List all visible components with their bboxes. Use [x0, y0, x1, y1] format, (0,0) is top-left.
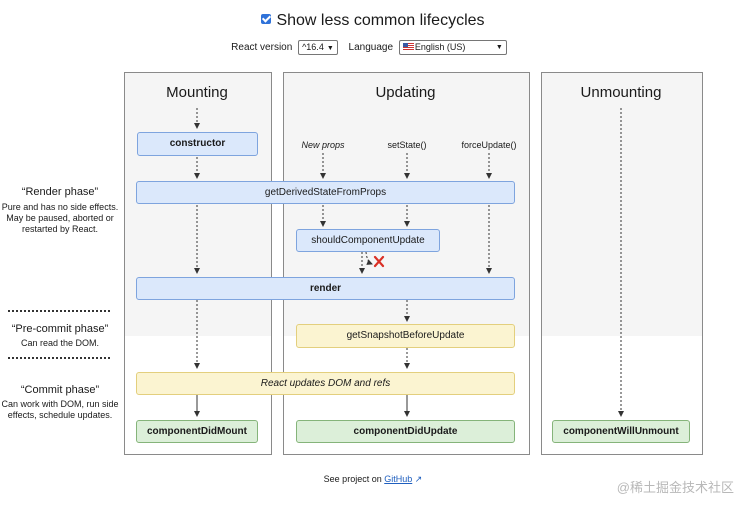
us-flag-icon	[402, 43, 414, 50]
should-component-update-box[interactable]: shouldComponentUpdate	[296, 229, 440, 252]
controls-bar: React version ^16.4▼ Language English (U…	[0, 40, 746, 55]
react-updates-dom-box[interactable]: React updates DOM and refs	[136, 372, 515, 395]
show-less-common-toggle[interactable]: Show less common lifecycles	[0, 12, 746, 30]
render-phase-title: “Render phase”	[21, 186, 99, 198]
phase-divider	[8, 357, 110, 359]
phase-divider	[8, 310, 110, 312]
mounting-title: Mounting	[166, 84, 228, 101]
cancel-icon	[373, 255, 385, 268]
external-link-icon: ↗	[414, 474, 423, 484]
render-box[interactable]: render	[136, 277, 515, 300]
new-props-label: New props	[301, 140, 345, 150]
force-update-label: forceUpdate()	[461, 140, 517, 150]
updating-title: Updating	[375, 84, 436, 101]
show-less-common-label: Show less common lifecycles	[276, 12, 485, 29]
react-version-label: React version	[231, 42, 293, 53]
set-state-label: setState()	[387, 140, 427, 150]
precommit-phase-desc: Can read the DOM.	[20, 338, 100, 348]
commit-phase-desc: Can work with DOM, run side effects, sch…	[1, 399, 119, 420]
language-value: English (US)	[414, 42, 466, 52]
language-select[interactable]: English (US) ▼	[398, 40, 507, 55]
constructor-box[interactable]: constructor	[137, 132, 258, 156]
get-snapshot-before-update-box[interactable]: getSnapshotBeforeUpdate	[296, 324, 515, 348]
commit-phase-title: “Commit phase”	[20, 384, 100, 396]
watermark: @稀土掘金技术社区	[616, 480, 734, 495]
component-will-unmount-box[interactable]: componentWillUnmount	[552, 420, 690, 443]
precommit-phase-title: “Pre-commit phase”	[11, 323, 109, 335]
chevron-down-icon: ▼	[495, 44, 503, 51]
footer: See project on GitHub ↗	[0, 474, 746, 485]
react-version-value: ^16.4	[302, 42, 324, 52]
component-did-mount-box[interactable]: componentDidMount	[136, 420, 258, 443]
chevron-down-icon: ▼	[326, 45, 334, 52]
render-phase-desc: Pure and has no side effects. May be pau…	[1, 202, 119, 234]
unmounting-title: Unmounting	[580, 84, 662, 101]
get-derived-state-from-props-box[interactable]: getDerivedStateFromProps	[136, 181, 515, 204]
component-did-update-box[interactable]: componentDidUpdate	[296, 420, 515, 443]
language-label: Language	[348, 42, 394, 53]
footer-prefix: See project on	[323, 474, 382, 484]
react-version-select[interactable]: ^16.4▼	[298, 40, 338, 55]
checkbox-checked-icon[interactable]	[261, 14, 272, 24]
github-link[interactable]: GitHub	[384, 474, 413, 484]
arrow	[365, 251, 373, 265]
